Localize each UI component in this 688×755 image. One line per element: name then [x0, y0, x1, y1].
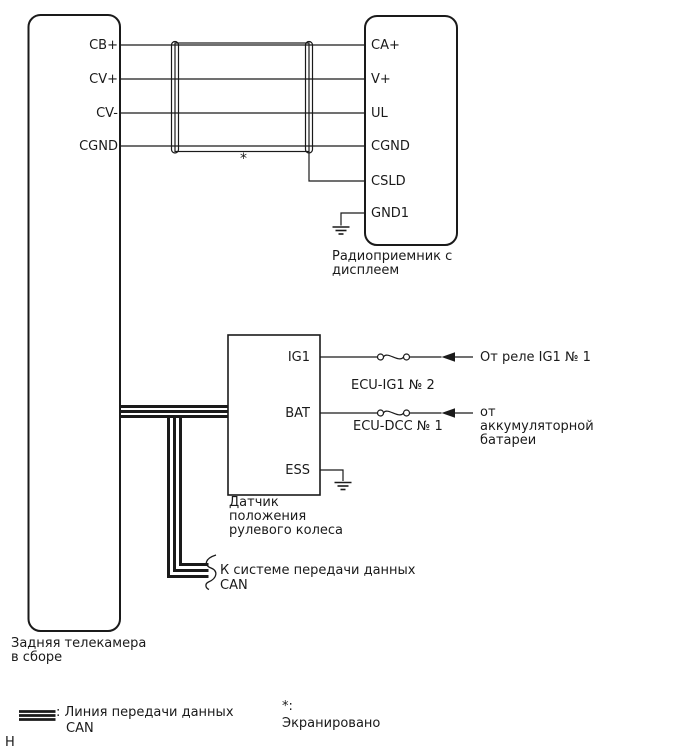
fuse-ecu-dcc-label: ECU-DCC № 1 — [353, 418, 443, 434]
ig1-source-label: От реле IG1 № 1 — [480, 349, 591, 365]
ig1-fuse-row — [320, 352, 473, 362]
fuse-icon — [376, 353, 411, 361]
ground-icon — [332, 226, 350, 235]
camera-label: Задняя телекамера в сборе — [11, 635, 147, 665]
radio-pin-csld: CSLD — [371, 173, 406, 189]
sensor-label: Датчик положения рулевого колеса — [229, 495, 344, 538]
page-corner-char: Н — [5, 735, 15, 750]
legend-shield-text: Экранировано — [282, 715, 381, 731]
shield-box — [170, 40, 365, 182]
camera-radio-wires — [120, 44, 365, 147]
radio-pin-ca: CA+ — [371, 37, 400, 53]
fuse-icon — [376, 409, 411, 417]
gnd1-ground — [332, 212, 365, 235]
camera-box — [27, 14, 121, 632]
radio-label: Радиоприемник с дисплеем — [332, 248, 453, 278]
camera-pin-cvm: CV- — [96, 105, 118, 121]
sensor-pin-ess: ESS — [285, 462, 310, 478]
radio-box — [364, 15, 458, 246]
radio-pin-v: V+ — [371, 71, 391, 87]
legend-can-line-icon — [19, 710, 56, 721]
fuse-ecu-ig1-label: ECU-IG1 № 2 — [351, 377, 435, 393]
radio-pin-ul: UL — [371, 105, 388, 121]
arrow-left-icon — [441, 352, 473, 362]
wire-shield-csld — [308, 151, 365, 182]
battery-source-label: от аккумуляторной батареи — [480, 405, 594, 448]
bat-fuse-row — [320, 408, 473, 418]
ground-icon — [334, 481, 352, 491]
sensor-pin-ig1: IG1 — [287, 349, 310, 365]
radio-pin-cgnd: CGND — [371, 138, 410, 154]
can-branch-note: К системе передачи данных CAN — [220, 562, 416, 594]
arrow-left-icon — [441, 408, 473, 418]
legend-can-text-2: CAN — [66, 720, 94, 736]
wire-ess — [320, 469, 344, 481]
sensor-pin-bat: BAT — [285, 405, 310, 421]
camera-pin-cgnd: CGND — [79, 138, 118, 154]
camera-pin-cb: CB+ — [89, 37, 118, 53]
legend-shield-marker: *: — [282, 699, 293, 714]
radio-pin-gnd1: GND1 — [371, 205, 410, 221]
can-bus-line — [120, 405, 228, 418]
camera-pin-cv: CV+ — [89, 71, 118, 87]
shield-asterisk: * — [240, 151, 247, 167]
shield-outline — [174, 42, 310, 153]
legend-can-text: : Линия передачи данных — [56, 704, 234, 720]
shield-bar-left — [170, 40, 180, 154]
ess-ground — [320, 469, 352, 491]
break-squiggle-icon — [205, 554, 217, 591]
can-branch-line — [167, 417, 209, 578]
wire-gnd1 — [340, 212, 365, 226]
